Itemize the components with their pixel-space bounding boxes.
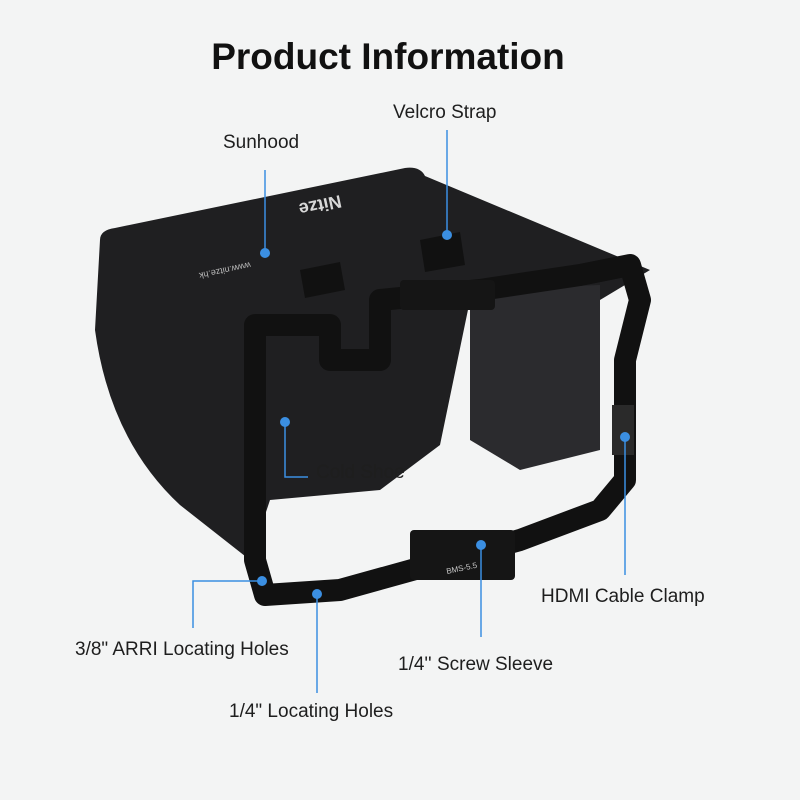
label-hdmi-cable-clamp: HDMI Cable Clamp: [541, 586, 705, 607]
label-locating-holes: 1/4" Locating Holes: [229, 701, 394, 722]
sunhood-marker: [260, 248, 270, 258]
arri-leader-line: [192, 580, 262, 628]
label-arri-holes: 3/8" ARRI Locating Holes: [75, 639, 289, 660]
cold-shoe-leader-line: [284, 422, 308, 478]
label-sunhood: Sunhood: [223, 132, 300, 153]
label-screw-sleeve: 1/4'' Screw Sleeve: [398, 654, 554, 675]
label-cold-shoe: Cold Shoe: [316, 462, 405, 483]
arri-marker: [257, 576, 267, 586]
velcro-marker: [442, 230, 452, 240]
cold-shoe-marker: [280, 417, 290, 427]
page-title: Product Information: [211, 36, 565, 77]
hdmi-marker: [620, 432, 630, 442]
screw-sleeve-marker: [476, 540, 486, 550]
locating-holes-marker: [312, 589, 322, 599]
label-velcro-strap: Velcro Strap: [393, 102, 497, 123]
